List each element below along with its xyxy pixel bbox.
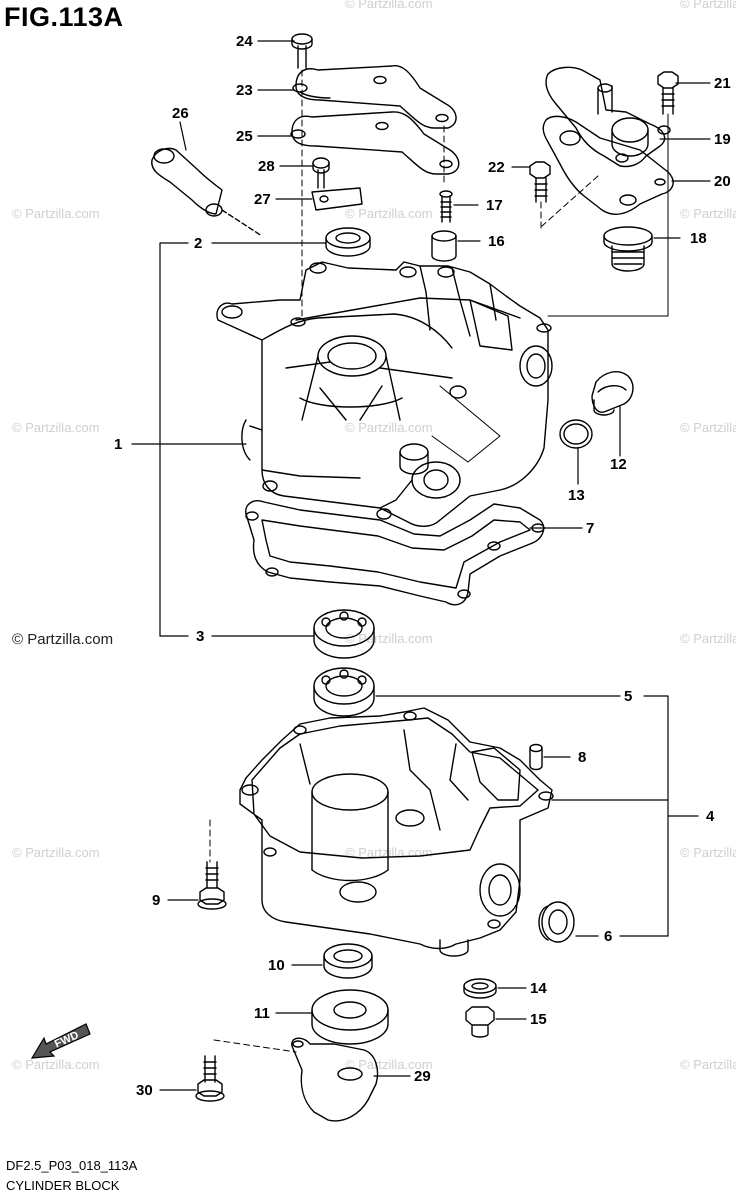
gasket-25 — [290, 111, 460, 175]
watermark: © Partzilla.com — [345, 631, 433, 646]
bolt-24 — [291, 33, 313, 69]
seal-housing-11 — [311, 989, 389, 1045]
callout-22: 22 — [488, 159, 505, 176]
callout-11: 11 — [254, 1005, 270, 1022]
crankcase-4 — [239, 707, 554, 957]
callout-10: 10 — [268, 957, 285, 974]
oil-seal-6 — [538, 901, 575, 943]
watermark: © Partzilla.com — [345, 420, 433, 435]
oil-seal-10 — [323, 943, 373, 979]
oil-seal-2 — [325, 227, 371, 257]
dowel-pin-16 — [431, 230, 457, 262]
callout-1: 1 — [114, 436, 123, 453]
watermark: © Partzilla.com — [12, 420, 100, 435]
fwd-arrow-icon: FWD — [30, 1023, 91, 1059]
watermark: © Partzilla.com — [680, 845, 736, 860]
bolt-9 — [197, 819, 227, 910]
watermark: © Partzilla.com — [345, 1057, 433, 1072]
leader-lines — [131, 40, 711, 1091]
watermark: © Partzilla.com — [680, 420, 736, 435]
callout-27: 27 — [254, 191, 271, 208]
callout-25: 25 — [236, 128, 253, 145]
washer-14 — [463, 978, 497, 999]
callout-17: 17 — [486, 197, 503, 214]
watermark: © Partzilla.com — [12, 206, 100, 221]
callout-23: 23 — [236, 82, 253, 99]
watermark: © Partzilla.com — [345, 206, 433, 221]
callout-7: 7 — [586, 520, 595, 537]
hose-26 — [151, 147, 263, 237]
thermostat-cover-19 — [545, 66, 671, 168]
callout-6: 6 — [604, 928, 613, 945]
cover-plate-23 — [292, 65, 457, 129]
callout-26: 26 — [172, 105, 189, 122]
callout-28: 28 — [258, 158, 275, 175]
callout-14: 14 — [530, 980, 547, 997]
callout-13: 13 — [568, 487, 585, 504]
figure-title: FIG.113A — [4, 2, 124, 32]
callout-2: 2 — [194, 235, 203, 252]
callout-5: 5 — [624, 688, 633, 705]
callout-29: 29 — [414, 1068, 431, 1085]
bearing-3 — [313, 609, 375, 659]
watermark: © Partzilla.com — [345, 0, 433, 11]
watermark: © Partzilla.com — [680, 1057, 736, 1072]
screw-17 — [439, 190, 453, 223]
fwd-label: FWD — [53, 1029, 81, 1050]
watermark: © Partzilla.com — [680, 206, 736, 221]
callout-8: 8 — [578, 749, 587, 766]
callout-15: 15 — [530, 1011, 547, 1028]
bolt-22 — [529, 161, 551, 233]
bearing-5 — [313, 667, 375, 717]
watermark: © Partzilla.com — [12, 845, 100, 860]
copyright-notice: © Partzilla.com — [12, 631, 114, 648]
bolt-30 — [195, 1055, 225, 1102]
dowel-pin-8 — [529, 743, 543, 771]
callout-18: 18 — [690, 230, 707, 247]
gasket-20 — [542, 115, 674, 215]
watermark: © Partzilla.com — [680, 0, 736, 11]
watermark: © Partzilla.com — [680, 631, 736, 646]
callout-3: 3 — [196, 628, 205, 645]
callout-30: 30 — [136, 1082, 153, 1099]
diagram-name: CYLINDER BLOCK — [6, 1178, 120, 1193]
callout-4: 4 — [706, 808, 715, 825]
callout-21: 21 — [714, 75, 731, 92]
callout-16: 16 — [488, 233, 505, 250]
clip-27 — [311, 187, 363, 211]
cylinder-block-1 — [216, 261, 553, 527]
bolt-28 — [312, 157, 330, 189]
bolt-21 — [657, 71, 679, 115]
callout-20: 20 — [714, 173, 731, 190]
callout-9: 9 — [152, 892, 161, 909]
plug-12 — [591, 371, 634, 416]
callout-12: 12 — [610, 456, 627, 473]
gasket-7 — [245, 500, 545, 606]
o-ring-13 — [559, 419, 593, 449]
drain-plug-15 — [465, 1006, 495, 1038]
callout-24: 24 — [236, 33, 253, 50]
watermark: © Partzilla.com — [12, 1057, 100, 1072]
thermostat-18 — [603, 226, 653, 272]
cover-plate-29 — [213, 1037, 379, 1122]
diagram-code: DF2.5_P03_018_113A — [6, 1158, 138, 1173]
callout-19: 19 — [714, 131, 731, 148]
